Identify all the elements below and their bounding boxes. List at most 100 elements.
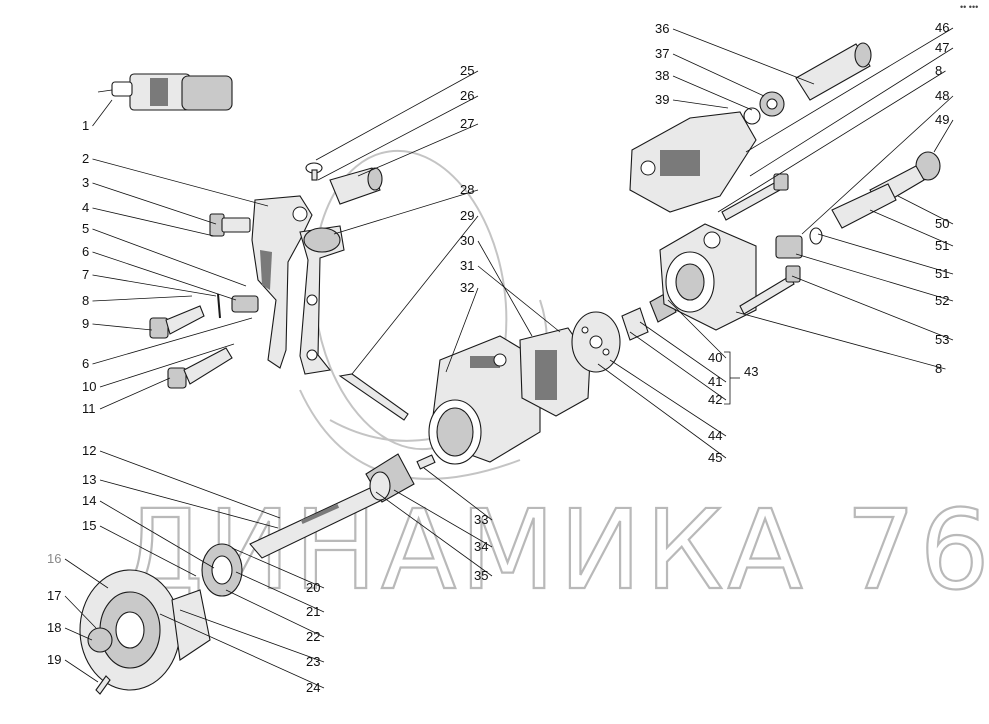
callout-9: 9	[82, 316, 89, 331]
callout-6: 6	[82, 244, 89, 259]
callout-25: 25	[460, 63, 474, 78]
leader-8	[92, 295, 193, 302]
leader-26	[317, 95, 479, 181]
leader-45	[597, 363, 727, 459]
leader-1	[92, 99, 113, 127]
leader-42	[629, 331, 727, 401]
callout-23: 23	[306, 654, 320, 669]
leader-27	[357, 123, 479, 177]
leader-10	[99, 343, 235, 388]
part-44-disc	[571, 311, 621, 373]
leader-31	[477, 265, 561, 333]
callout-49: 49	[935, 112, 949, 127]
leader-33	[423, 467, 493, 521]
leader-47	[749, 47, 954, 177]
part-28-link	[299, 225, 345, 375]
leader-53	[791, 275, 954, 341]
callout-11: 11	[82, 401, 96, 416]
callout-7: 7	[82, 267, 89, 282]
callout-34: 34	[474, 539, 488, 554]
leader-37	[672, 53, 765, 97]
callout-31: 31	[460, 258, 474, 273]
callout-37: 37	[655, 46, 669, 61]
callout-51: 51	[935, 238, 949, 253]
callout-28: 28	[460, 182, 474, 197]
callout-45: 45	[708, 450, 722, 465]
leader-40	[667, 299, 727, 359]
leader-46	[745, 27, 954, 153]
callout-20: 20	[306, 580, 320, 595]
leader-28	[333, 189, 479, 235]
part-37-nut	[759, 91, 785, 117]
callout-18: 18	[47, 620, 61, 635]
callout-22: 22	[306, 629, 320, 644]
part-52-nut	[775, 227, 823, 259]
part-9-bolt	[149, 305, 205, 339]
callout-47: 47	[935, 40, 949, 55]
part-34-gear	[365, 453, 415, 503]
leader-38	[672, 75, 753, 111]
leader-6	[92, 251, 237, 301]
callout-32: 32	[460, 280, 474, 295]
callout-38: 38	[655, 68, 669, 83]
leader-35	[375, 491, 493, 577]
leader-lines	[64, 27, 954, 689]
callout-17: 17	[47, 588, 61, 603]
part-2-bracket	[251, 195, 313, 369]
part-46-manifold	[629, 111, 757, 213]
callout-42: 42	[708, 392, 722, 407]
callout-29: 29	[460, 208, 474, 223]
callout-52: 52	[935, 293, 949, 308]
leader-5	[92, 228, 247, 287]
part-25-screw	[305, 162, 323, 181]
part-1-assembly	[97, 73, 233, 111]
callout-21: 21	[306, 604, 320, 619]
callout-33: 33	[474, 512, 488, 527]
part-11-bolt	[167, 347, 233, 389]
leader-4	[92, 207, 215, 237]
callout-30: 30	[460, 233, 474, 248]
leader-52	[795, 253, 954, 302]
part-47-bolt	[721, 173, 789, 221]
callout-24: 24	[306, 680, 320, 695]
callout-8: 8	[935, 63, 942, 78]
part-29-rod	[338, 373, 409, 421]
part-18-nut	[87, 627, 113, 653]
leader-2	[92, 158, 269, 207]
leader-14	[99, 500, 215, 569]
part-5-spring	[231, 295, 259, 313]
corner-mark: •• •••	[960, 2, 978, 12]
callout-12: 12	[82, 443, 96, 458]
leader-24	[159, 613, 325, 689]
group-43-bracket	[724, 351, 740, 405]
callout-35: 35	[474, 568, 488, 583]
callout-10: 10	[82, 379, 96, 394]
leader-23	[179, 609, 325, 663]
callout-36: 36	[655, 21, 669, 36]
leader-16	[64, 558, 109, 589]
leader-15	[99, 525, 197, 577]
callout-44: 44	[708, 428, 722, 443]
leader-25	[315, 70, 479, 161]
callout-50: 50	[935, 216, 949, 231]
leader-44	[609, 359, 727, 437]
callout-13: 13	[82, 472, 96, 487]
leader-30	[477, 240, 533, 337]
leader-48	[801, 95, 954, 235]
leader-12	[99, 450, 281, 519]
part-27-bushing	[329, 167, 383, 205]
callout-5: 5	[82, 221, 89, 236]
leader-32	[445, 287, 479, 373]
part-24-flange	[79, 569, 211, 691]
leader-8	[735, 311, 946, 370]
callout-26: 26	[460, 88, 474, 103]
part-22-bearing	[201, 543, 243, 597]
leader-8	[717, 70, 946, 213]
leader-36	[672, 28, 815, 85]
leader-19	[64, 659, 99, 683]
leader-21	[235, 571, 325, 613]
leader-9	[92, 323, 153, 331]
leader-13	[99, 479, 279, 529]
callout-27: 27	[460, 116, 474, 131]
watermark-text: ДИНАМИКА 76	[118, 486, 989, 614]
